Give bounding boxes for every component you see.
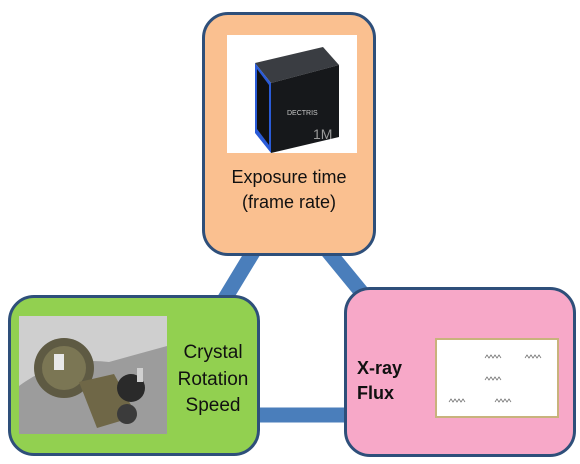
xray-flux-node: X-ray Flux (344, 287, 576, 457)
detector-camera-image: DECTRIS 1M (227, 35, 357, 153)
camera-brand-text: DECTRIS (287, 110, 318, 117)
xray-flux-label: X-ray Flux (357, 358, 403, 404)
crystal-rotation-label: Crystal Rotation Speed (177, 342, 249, 417)
crystal-rotation-node: Crystal Rotation Speed (8, 295, 260, 456)
camera-model-text: 1M (313, 126, 332, 142)
wave-icon (484, 354, 502, 359)
wave-icon (484, 376, 502, 381)
wave-icon (494, 398, 512, 403)
exposure-time-node: DECTRIS 1M Exposure time (frame rate) (202, 12, 376, 256)
goniometer-image (19, 316, 167, 434)
exposure-time-label: Exposure time (frame rate) (231, 167, 347, 213)
wave-icon (524, 354, 542, 359)
xray-wave-panel (435, 338, 559, 418)
wave-icon (448, 398, 466, 403)
